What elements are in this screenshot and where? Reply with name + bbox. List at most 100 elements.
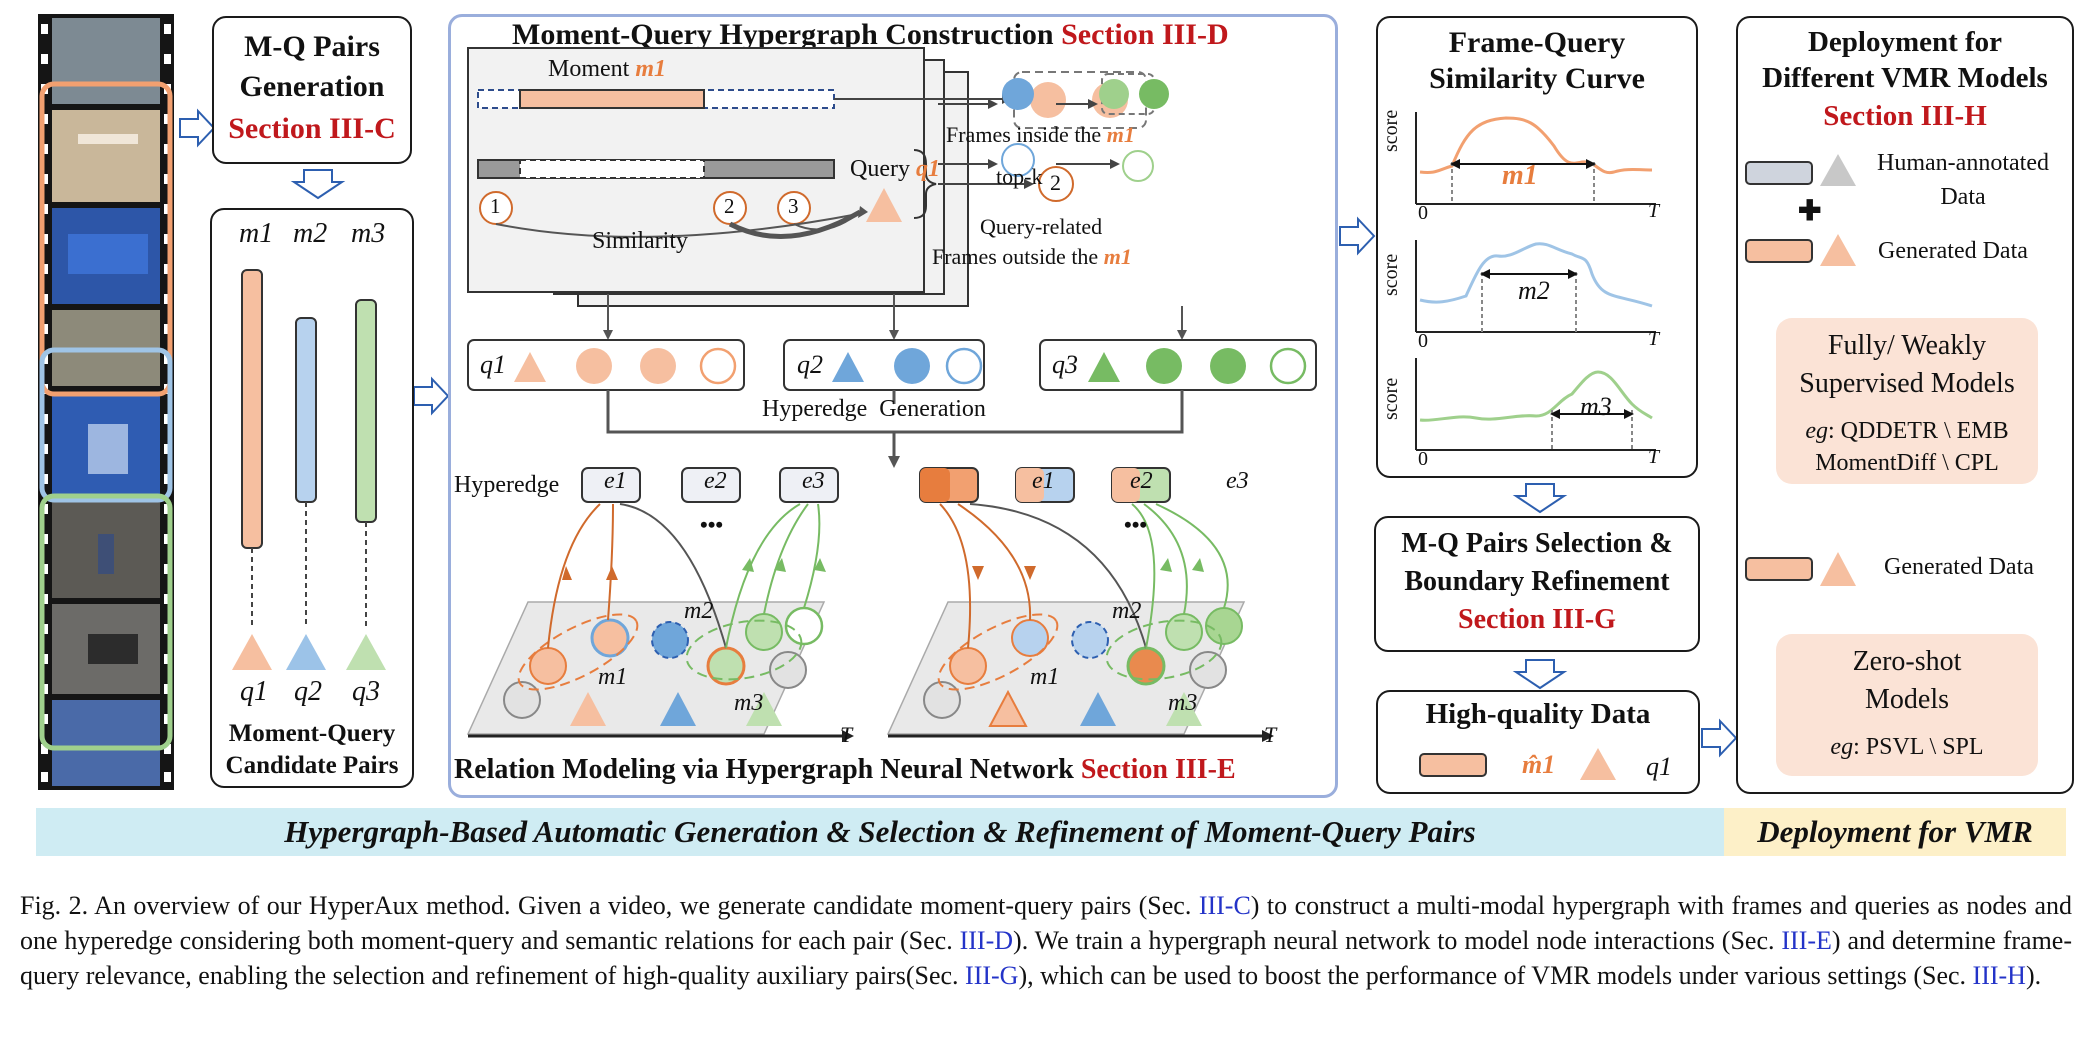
- selection-title-1: M-Q Pairs Selection &: [1401, 528, 1673, 559]
- candidate-query-label-3: q3: [352, 676, 380, 707]
- refined-edge-label-e3: e3: [1226, 468, 1249, 494]
- query-label-text: Query: [850, 156, 910, 182]
- hypergraph-section: Section III-D: [1061, 18, 1229, 51]
- candidate-moment-label-2: m2: [293, 218, 328, 249]
- edge-label-e3: e3: [802, 468, 825, 494]
- graph-m2-left: m2: [684, 598, 714, 624]
- caption-part-6: ).: [2025, 961, 2042, 990]
- curve3-xT: T: [1648, 446, 1660, 468]
- similarity-label: Similarity: [592, 228, 688, 254]
- arrow-candidates-to-hypergraph: [413, 378, 449, 414]
- moment-var: m1: [635, 56, 666, 82]
- deployment-icons: [1745, 154, 1856, 586]
- curve2-ylabel: score: [1380, 253, 1402, 296]
- frames-inside-var: m1: [1106, 122, 1135, 147]
- relation-modeling-title: Relation Modeling via Hypergraph Neural …: [454, 754, 1236, 786]
- curve1-moment: m1: [1502, 160, 1538, 191]
- edge-ellipsis-left: •••: [700, 512, 724, 537]
- mq-generation-title-1: M-Q Pairs: [244, 30, 380, 63]
- curve1-ylabel: score: [1380, 109, 1402, 152]
- similarity-curve-panel: [1376, 16, 1698, 478]
- curve1-x0: 0: [1418, 202, 1428, 224]
- selected-node-label: 2: [1050, 170, 1061, 195]
- refined-edge-label-e1: e1: [1032, 468, 1055, 494]
- arrow-curve-to-selection: [1515, 483, 1565, 513]
- relation-modeling-section: Section III-E: [1080, 754, 1236, 785]
- zeroshot-models-box: [1776, 634, 2038, 776]
- candidate-query-label-1: q1: [240, 676, 268, 707]
- similarity-curves: [1415, 112, 1656, 451]
- hypergraph-diagram: [466, 47, 1317, 742]
- frames-inside-text: Frames inside the: [946, 122, 1102, 147]
- query-triangle-q3: [346, 634, 386, 670]
- arrow-hq-to-deploy: [1701, 720, 1737, 756]
- graph-m3-left: m3: [734, 690, 764, 716]
- caption-ref-3e[interactable]: III-E: [1781, 926, 1832, 955]
- curve3-ylabel: score: [1380, 377, 1402, 420]
- hq-data-panel: [1376, 690, 1700, 794]
- banner-deploy: Deployment for VMR: [1724, 808, 2066, 856]
- group-query-label-1: q1: [480, 350, 506, 379]
- candidate-moment-label-1: m1: [239, 218, 274, 249]
- zeroshot-eg-text: : PSVL \ SPL: [1853, 734, 1984, 760]
- refined-edge-label-e2: e2: [1130, 468, 1153, 494]
- graph-m1-left: m1: [598, 664, 628, 690]
- supervised-eg-prefix: eg: [1805, 418, 1828, 444]
- candidate-pairs-label-1: Moment-Query: [228, 720, 396, 747]
- caption-part-5: ), which can be used to boost the perfor…: [1018, 961, 1973, 990]
- hq-moment-label: m̂1: [1522, 750, 1556, 779]
- caption-ref-3c[interactable]: III-C: [1198, 891, 1251, 920]
- candidate-query-label-2: q2: [294, 676, 322, 707]
- generated-data-label-2: Generated Data: [1884, 554, 2034, 580]
- query-var: q1: [915, 156, 940, 182]
- moment-label: Moment m1: [548, 56, 666, 83]
- graph-m3-right: m3: [1168, 690, 1198, 716]
- candidate-moment-label-3: m3: [351, 218, 386, 249]
- graph-t-left: T: [840, 722, 853, 747]
- edge-label-e2: e2: [704, 468, 727, 494]
- supervised-eg-line1: : QDDETR \ EMB: [1827, 418, 2009, 444]
- topk-label: top-k: [996, 164, 1043, 189]
- similarity-curve-title-2: Similarity Curve: [1429, 62, 1645, 95]
- hq-data-icons: [1419, 748, 1616, 780]
- caption-ref-3h[interactable]: III-H: [1972, 961, 2026, 990]
- mq-generation-section: Section III-C: [228, 112, 396, 145]
- selection-section: Section III-G: [1458, 604, 1616, 635]
- caption-part-2: ) to construct a multi-modal hypergraph …: [20, 891, 2072, 955]
- deployment-title-1: Deployment for: [1807, 26, 2003, 58]
- similarity-curve-title-1: Frame-Query: [1448, 26, 1626, 59]
- plus-icon: ✚: [1798, 196, 1822, 227]
- caption-part-4: ) and determine frame-query relevance, e…: [20, 926, 2072, 990]
- moment-bar-m2: [295, 317, 317, 503]
- mq-generation-box: [212, 16, 412, 164]
- hypergraph-title-text: Moment-Query Hypergraph Construction: [512, 18, 1054, 51]
- curve1-xT: T: [1648, 200, 1660, 222]
- query-triangle-q1: [232, 634, 272, 670]
- hq-query-label: q1: [1646, 752, 1672, 781]
- zeroshot-examples: eg: PSVL \ SPL: [1776, 734, 2038, 761]
- frames-outside-label: Frames outside the m1: [932, 244, 1132, 270]
- similarity-curve-m2: [1419, 242, 1653, 308]
- inside-frame-node: [1030, 82, 1066, 118]
- query-triangle: [866, 188, 902, 222]
- moment-bar-m1: [241, 269, 263, 549]
- curve2-xT: T: [1648, 328, 1660, 350]
- hq-data-title: High-quality Data: [1425, 698, 1651, 730]
- graph-m1-right: m1: [1030, 664, 1060, 690]
- video-filmstrip: [38, 14, 174, 790]
- curve2-moment: m2: [1518, 276, 1550, 305]
- edge-label-e1: e1: [604, 468, 627, 494]
- figure-caption: Fig. 2. An overview of our HyperAux meth…: [20, 888, 2072, 993]
- hypergraph-title: Moment-Query Hypergraph Construction Sec…: [512, 18, 1229, 52]
- frames-inside-label: Frames inside the m1: [946, 122, 1135, 148]
- zeroshot-eg-prefix: eg: [1830, 734, 1854, 760]
- deployment-title-2: Different VMR Models: [1762, 62, 2048, 94]
- zeroshot-title-2: Models: [1865, 684, 1949, 715]
- hyperedge-label: Hyperedge: [454, 472, 560, 498]
- caption-ref-3d[interactable]: III-D: [959, 926, 1014, 955]
- caption-ref-3g[interactable]: III-G: [965, 961, 1019, 990]
- group-query-label-3: q3: [1052, 350, 1078, 379]
- generated-data-label-1: Generated Data: [1878, 238, 2028, 264]
- zeroshot-title-1: Zero-shot: [1852, 646, 1962, 677]
- query-related-label: Query-related: [980, 214, 1103, 239]
